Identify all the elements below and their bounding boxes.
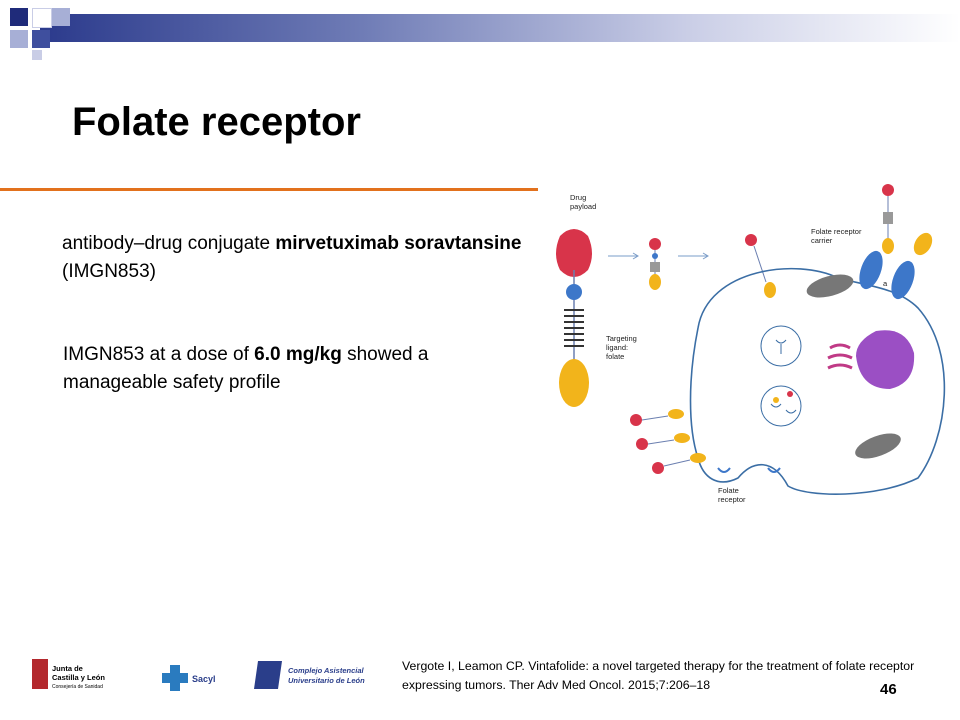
receptor-carrier-1 <box>859 250 883 290</box>
folate-free <box>913 232 933 256</box>
junta-line1: Junta de <box>52 664 83 673</box>
junta-line3: Consejería de Sanidad <box>52 684 103 690</box>
adc-text-end: (IMGN853) <box>62 261 156 282</box>
folate-receptor-diagram: Drug payload Targeting ligand: folate Fo… <box>538 178 960 518</box>
label-folate-receptor-1: Folate <box>718 486 739 495</box>
dose-value: 6.0 mg/kg <box>254 344 342 365</box>
mitochondrion-1 <box>806 274 854 298</box>
arrow-2 <box>678 252 709 260</box>
label-targeting-2: ligand: <box>606 343 628 352</box>
golgi <box>827 343 853 370</box>
citation: Vergote I, Leamon CP. Vintafolide: a nov… <box>402 659 915 692</box>
corner-squares-decoration <box>0 0 80 60</box>
small-conjugate-1 <box>649 238 661 290</box>
bound-conjugate-2 <box>636 433 690 450</box>
label-targeting-3: folate <box>606 352 624 361</box>
mitochondrion-2 <box>855 433 901 459</box>
dose-text-start: IMGN853 at a dose of <box>63 344 255 365</box>
linker-node <box>566 284 582 300</box>
label-carrier-1: Folate receptor <box>811 227 862 236</box>
slide-title: Folate receptor <box>72 100 361 144</box>
small-conjugate-3 <box>882 184 894 254</box>
label-drug-payload-1: Drug <box>570 193 586 202</box>
page-number: 46 <box>880 681 897 698</box>
header-gradient-bar <box>40 14 960 42</box>
membrane-receptor-2 <box>767 467 781 473</box>
bound-conjugate-1 <box>630 409 684 426</box>
dose-paragraph: IMGN853 at a dose of 6.0 mg/kg showed a … <box>63 341 533 397</box>
adc-drug-name: mirvetuximab soravtansine <box>275 233 522 254</box>
label-carrier-2: carrier <box>811 236 833 245</box>
adc-paragraph: antibody–drug conjugate mirvetuximab sor… <box>62 230 532 286</box>
label-targeting-1: Targeting <box>606 334 637 343</box>
label-drug-payload-2: payload <box>570 202 596 211</box>
nucleus <box>856 330 915 389</box>
complejo-line1: Complejo Asistencial <box>288 666 364 675</box>
label-folate-receptor-2: receptor <box>718 495 746 504</box>
folate-ligand <box>559 359 589 407</box>
drug-payload-shape <box>556 229 592 277</box>
spacer-coil <box>564 309 584 347</box>
junta-line2: Castilla y León <box>52 673 105 682</box>
title-divider <box>0 188 960 191</box>
endosome-2 <box>760 385 802 427</box>
adc-text-start: antibody–drug conjugate <box>62 233 276 254</box>
institution-logos: Junta de Castilla y León Consejería de S… <box>32 659 365 691</box>
sacyl-cross-icon <box>162 665 188 691</box>
bound-conjugate-3 <box>652 453 706 474</box>
endosome-1 <box>760 325 802 367</box>
membrane-receptor-1 <box>717 467 731 473</box>
arrow-1 <box>608 252 639 260</box>
label-marker-a: a <box>883 279 888 288</box>
complejo-line2: Universitario de León <box>288 676 365 685</box>
footer-logos: Junta de Castilla y León Consejería de S… <box>30 655 400 700</box>
dose-text-end: showed a manageable safety profile <box>63 344 429 393</box>
receptor-carrier-2 <box>891 260 915 300</box>
complejo-logo-icon <box>254 661 282 689</box>
large-conjugate <box>556 229 592 407</box>
sacyl-text: Sacyl <box>192 674 216 684</box>
small-conjugate-2 <box>745 234 776 298</box>
junta-shield-icon <box>32 659 48 689</box>
